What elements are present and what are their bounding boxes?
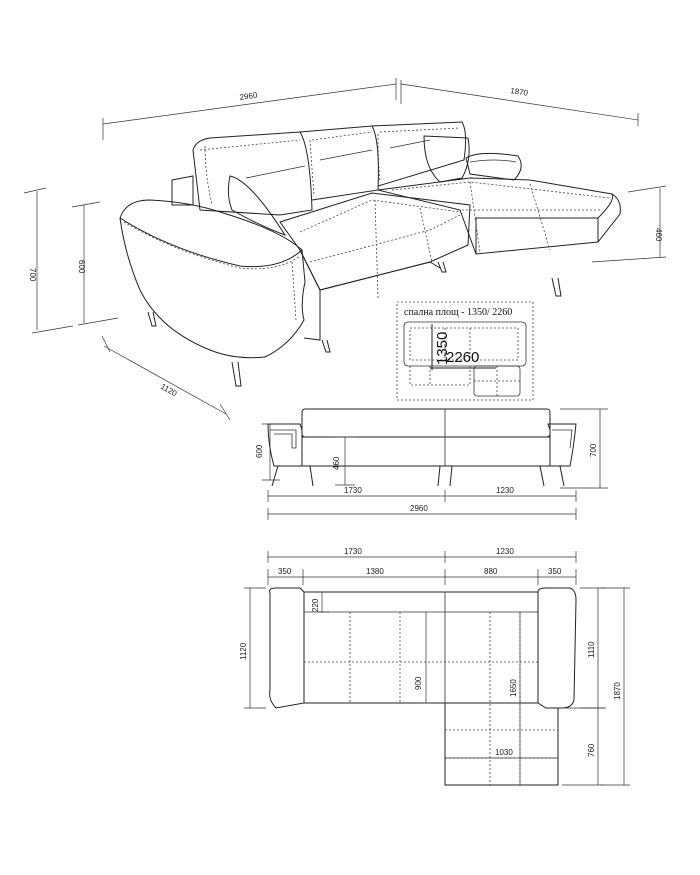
- front-total-width-dimension: 2960: [267, 504, 577, 520]
- front-total-height-label: 700: [589, 443, 598, 457]
- iso-depth-label: 1870: [510, 86, 530, 98]
- top-back-depth-dimension: 220: [311, 592, 330, 613]
- front-section-dimension: 1730 1230: [267, 486, 577, 502]
- top-arm-left-label: 350: [278, 567, 292, 576]
- iso-arm-depth-dimension: 1120: [101, 335, 231, 421]
- top-chaise-inner-dimension: 1650: [509, 612, 521, 785]
- top-total-depth-dimension: 1870: [600, 587, 630, 786]
- top-chaise-width-dimension: 1030: [445, 748, 558, 759]
- front-total-height-dimension: 700: [560, 408, 608, 489]
- sleeping-area-caption: спална площ - 1350/ 2260: [404, 307, 512, 318]
- top-chaise-inner-label: 1650: [509, 679, 518, 697]
- top-chaise-extension-dimension: 760: [562, 707, 604, 786]
- top-right-depth-dimension: 1110: [580, 587, 606, 709]
- top-depth-left-dimension: 1120: [239, 587, 266, 709]
- iso-back-height-label: 600: [77, 260, 86, 274]
- front-height-label: 600: [255, 444, 264, 458]
- iso-arm-depth-label: 1120: [159, 382, 179, 399]
- top-seat-right-label: 880: [484, 567, 498, 576]
- top-right-section-label: 1230: [496, 547, 514, 556]
- isometric-view: 2960 1870 700 600 1120: [23, 78, 667, 421]
- top-seat-depth-dimension: 900: [414, 612, 431, 704]
- top-total-depth-label: 1870: [613, 682, 622, 700]
- iso-height-dimension: 700: [23, 187, 74, 334]
- top-back-depth-label: 220: [311, 598, 320, 612]
- front-height-dimension: 600: [255, 423, 290, 481]
- top-chaise-width-label: 1030: [495, 748, 513, 757]
- top-chaise-extension-label: 760: [587, 743, 596, 757]
- top-arm-right-label: 350: [548, 567, 562, 576]
- iso-seat-height-label: 460: [654, 228, 663, 242]
- iso-seat-height-dimension: 460: [591, 185, 667, 263]
- sleeping-length-label: 2260: [446, 349, 479, 366]
- iso-width-dimension: 2960: [102, 78, 397, 140]
- top-section-dimension: 1730 1230: [267, 547, 577, 563]
- sleeping-area-inset: спална площ - 1350/ 2260 1350 2260: [396, 301, 534, 401]
- top-right-depth-label: 1110: [587, 641, 596, 658]
- sleeping-width-label: 1350: [434, 332, 451, 365]
- front-left-section-label: 1730: [344, 486, 362, 495]
- front-view: 600 460 700 1730 1230 2960: [255, 408, 608, 520]
- top-depth-left-label: 1120: [239, 642, 248, 660]
- front-seat-height-label: 460: [332, 456, 341, 470]
- front-total-width-label: 2960: [410, 504, 428, 513]
- top-seat-left-label: 1380: [366, 567, 384, 576]
- iso-sofa: [119, 121, 621, 387]
- front-right-section-label: 1230: [496, 486, 514, 495]
- top-view: 1730 1230 350 1380 880 350 220 1120: [239, 547, 630, 786]
- iso-back-height-dimension: 600: [71, 201, 119, 326]
- iso-depth-dimension: 1870: [400, 80, 639, 126]
- top-left-section-label: 1730: [344, 547, 362, 556]
- iso-height-label: 700: [28, 268, 37, 282]
- top-parts-dimension: 350 1380 880 350: [267, 567, 577, 585]
- top-seat-depth-label: 900: [414, 676, 423, 690]
- iso-width-label: 2960: [239, 91, 258, 102]
- front-seat-height-dimension: 460: [332, 436, 355, 486]
